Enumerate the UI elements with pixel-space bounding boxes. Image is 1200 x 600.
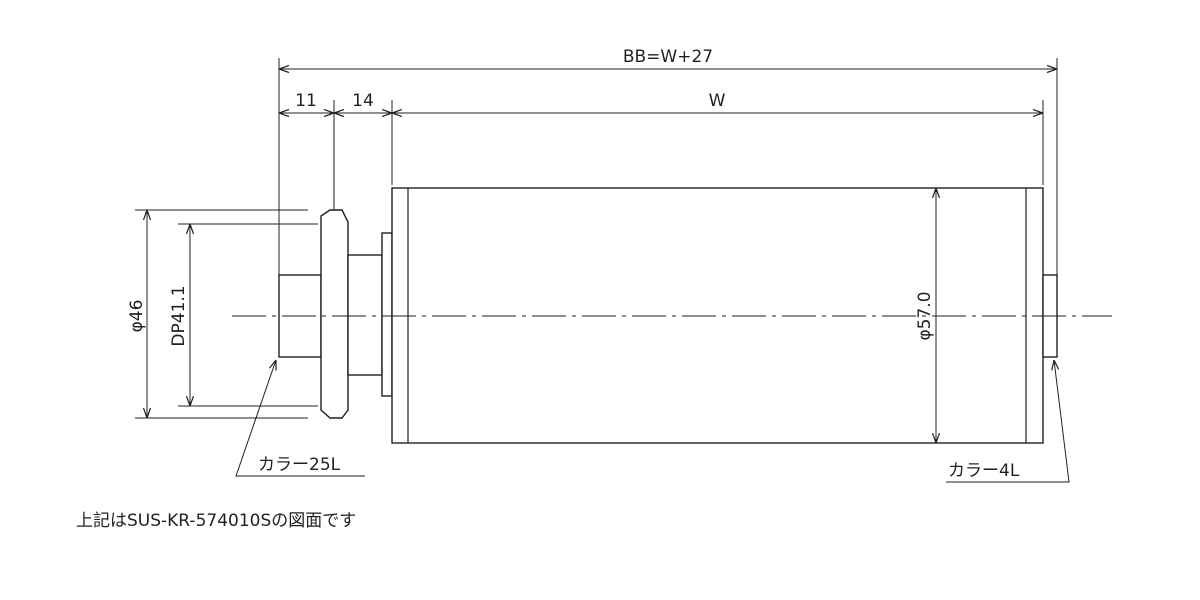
dim-roller-dia: φ57.0 [915, 291, 935, 340]
hub-flange [381, 232, 393, 397]
label-collar-right: カラー4L [948, 461, 1020, 481]
hub [347, 254, 383, 376]
leader-collar-right [946, 360, 1070, 483]
label-collar-left: カラー25L [258, 455, 341, 475]
dim-overall: BB=W+27 [623, 47, 713, 67]
dim-sprocket-pitch-dia: DP41.1 [169, 285, 189, 346]
dim-roller-width: W [709, 91, 726, 111]
sprocket [320, 209, 349, 419]
dim-shaft-length: 11 [295, 91, 317, 111]
dim-sprocket-length: 14 [352, 91, 374, 111]
drawing-note: 上記はSUS-KR-574010Sの図面です [76, 511, 357, 531]
leader-collar-left [235, 360, 365, 477]
dim-sprocket-outer-dia: φ46 [127, 300, 147, 333]
